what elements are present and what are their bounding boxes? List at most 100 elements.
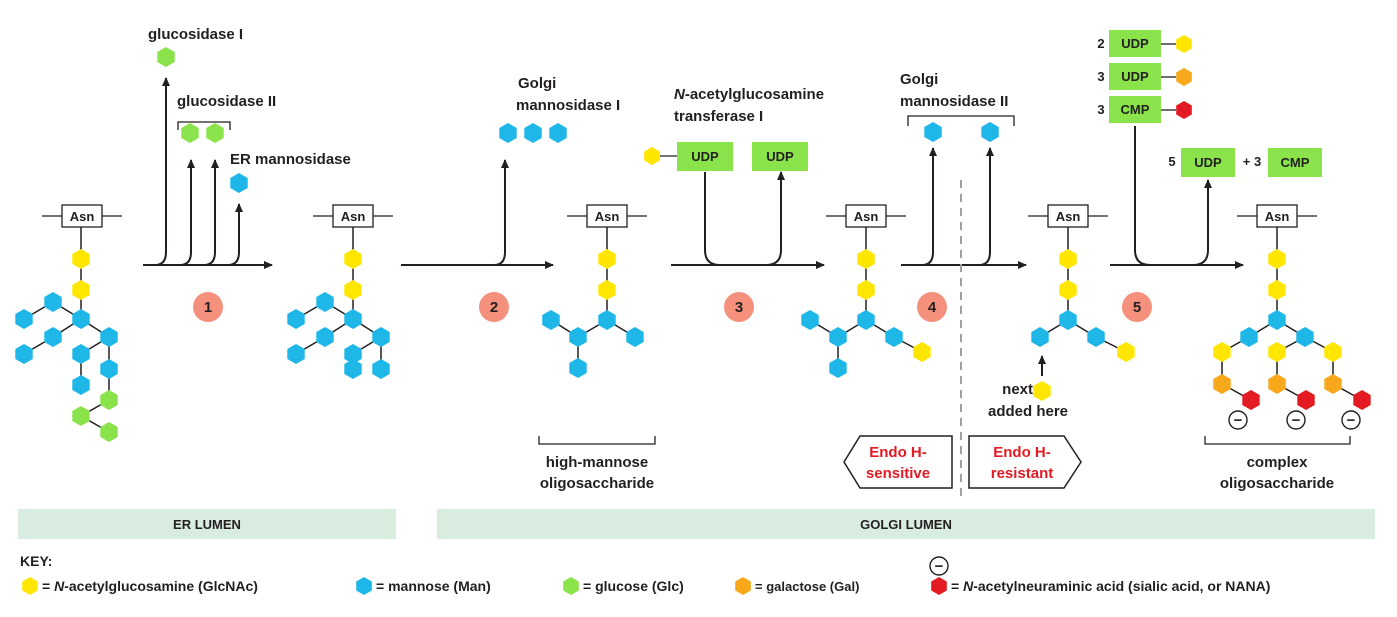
glcnac-residue bbox=[344, 249, 362, 269]
mannose-residue bbox=[372, 359, 390, 379]
key-galactose-icon bbox=[735, 577, 751, 595]
svg-text:Asn: Asn bbox=[341, 209, 366, 224]
sialic-acid-residue bbox=[1353, 390, 1371, 410]
svg-text:Endo H-: Endo H- bbox=[993, 444, 1051, 461]
step-4-marker: 4 bbox=[917, 292, 947, 322]
mannose-residue bbox=[72, 309, 90, 329]
removed-mannose-residue bbox=[981, 122, 999, 142]
svg-text:UDP: UDP bbox=[1121, 36, 1149, 51]
glcnac-residue bbox=[1117, 342, 1135, 362]
negative-charge-symbol bbox=[1286, 410, 1306, 430]
glcnac-residue bbox=[1324, 342, 1342, 362]
mannose-residue bbox=[15, 309, 33, 329]
udp-box-galactose: UDP bbox=[1109, 63, 1161, 90]
mannose-residue bbox=[44, 292, 62, 312]
mannose-residue bbox=[829, 327, 847, 347]
galactose-residue bbox=[1268, 374, 1286, 394]
cmp-out-count: + 3 bbox=[1243, 154, 1261, 169]
key-negative-charge-icon bbox=[929, 556, 949, 576]
udp-box-glcnac: UDP bbox=[1109, 30, 1161, 57]
golgi-mannosidase-2-label-line2: mannosidase II bbox=[900, 93, 1008, 110]
next-added-label-line1: next bbox=[1002, 381, 1033, 398]
next-glcnac-residue bbox=[1033, 381, 1051, 401]
glucose-residue bbox=[100, 390, 118, 410]
asn-box-5: Asn bbox=[1028, 204, 1108, 228]
step-2-marker: 2 bbox=[479, 292, 509, 322]
svg-text:UDP: UDP bbox=[766, 149, 794, 164]
golgi-mannosidase-2-removal-arrow-b bbox=[978, 147, 994, 266]
sugar-residues: −−−− bbox=[15, 35, 1371, 595]
mannose-residue bbox=[100, 327, 118, 347]
sialic-acid-residue bbox=[1242, 390, 1260, 410]
udp-box-released: UDP bbox=[1181, 148, 1235, 177]
mannose-residue bbox=[100, 359, 118, 379]
glcnac-residue bbox=[857, 280, 875, 300]
udp-galactose-sugar bbox=[1176, 68, 1192, 86]
glucosidase-2-bracket bbox=[177, 121, 231, 130]
glcnac-residue bbox=[1059, 280, 1077, 300]
svg-text:Asn: Asn bbox=[595, 209, 620, 224]
mannose-residue bbox=[1268, 310, 1286, 330]
high-mannose-label-line2: oligosaccharide bbox=[540, 475, 654, 492]
cmp-sialic-acid-sugar bbox=[1176, 101, 1192, 119]
glcnac-residue bbox=[1268, 342, 1286, 362]
high-mannose-bracket bbox=[538, 436, 656, 445]
udp-gal-count-2: 3 bbox=[1097, 69, 1104, 84]
mannose-residue bbox=[1087, 327, 1105, 347]
glcnac-residue bbox=[598, 249, 616, 269]
key-galactose-label: = galactose (Gal) bbox=[755, 579, 859, 594]
udp-out-count: 5 bbox=[1168, 154, 1175, 169]
negative-charge-text: − bbox=[935, 558, 944, 575]
glcnac-residue bbox=[913, 342, 931, 362]
mannose-residue bbox=[372, 327, 390, 347]
sialic-acid-residue bbox=[1297, 390, 1315, 410]
golgi-mannosidase-2-removal-arrow-a bbox=[921, 147, 937, 266]
asn-box-2: Asn bbox=[313, 204, 393, 228]
endo-h-resistant-badge: Endo H- resistant bbox=[968, 435, 1082, 489]
sugar-nucleotide-exchange-arrow bbox=[1134, 126, 1212, 266]
glcnac-residue bbox=[72, 249, 90, 269]
svg-text:1: 1 bbox=[204, 299, 212, 316]
golgi-mannosidase-2-label-line1: Golgi bbox=[900, 71, 938, 88]
mannose-residue bbox=[801, 310, 819, 330]
galactose-residue bbox=[1213, 374, 1231, 394]
mannose-residue bbox=[569, 358, 587, 378]
glucosidase-1-removal-arrow bbox=[154, 77, 170, 266]
mannose-residue bbox=[1059, 310, 1077, 330]
step-3-marker: 3 bbox=[724, 292, 754, 322]
udp-box-out: UDP bbox=[752, 142, 808, 171]
cmp-box-sialic: CMP bbox=[1109, 96, 1161, 123]
mannose-residue bbox=[1031, 327, 1049, 347]
svg-text:3: 3 bbox=[735, 299, 743, 316]
glcnac-residue bbox=[1059, 249, 1077, 269]
udp-glcnac-sugar bbox=[644, 147, 660, 165]
mannose-residue bbox=[15, 344, 33, 364]
next-added-label-line2: added here bbox=[988, 403, 1068, 420]
golgi-mannosidase-1-label-line1: Golgi bbox=[518, 75, 556, 92]
high-mannose-label-line1: high-mannose bbox=[546, 454, 649, 471]
removed-glucose-residue bbox=[206, 123, 224, 143]
endo-h-sensitive-badge: Endo H- sensitive bbox=[843, 435, 953, 489]
mannose-residue bbox=[72, 344, 90, 364]
golgi-mannosidase-1-label-line2: mannosidase I bbox=[516, 97, 620, 114]
negative-charge-text: − bbox=[1347, 412, 1356, 429]
golgi-mannosidase-1-removal-arrow bbox=[493, 159, 509, 266]
glucosidase-2-label: glucosidase II bbox=[177, 93, 276, 110]
udp-glcnac-exchange-arrow bbox=[704, 171, 785, 266]
negative-charge-text: − bbox=[1292, 412, 1301, 429]
nag-transferase-label-line1: N-acetylglucosamine bbox=[674, 86, 824, 103]
svg-text:CMP: CMP bbox=[1281, 155, 1310, 170]
svg-text:5: 5 bbox=[1133, 299, 1141, 316]
asn-box-1: Asn bbox=[42, 204, 122, 228]
removed-mannose-residue bbox=[524, 123, 542, 143]
svg-text:UDP: UDP bbox=[691, 149, 719, 164]
glcnac-residue bbox=[598, 280, 616, 300]
glucosidase-2-removal-arrow-b bbox=[203, 159, 219, 266]
golgi-lumen-label: GOLGI LUMEN bbox=[860, 517, 952, 532]
mannose-residue bbox=[829, 358, 847, 378]
complex-label-line2: oligosaccharide bbox=[1220, 475, 1334, 492]
svg-text:Endo H-: Endo H- bbox=[869, 444, 927, 461]
cmp-box-released: CMP bbox=[1268, 148, 1322, 177]
svg-text:UDP: UDP bbox=[1121, 69, 1149, 84]
